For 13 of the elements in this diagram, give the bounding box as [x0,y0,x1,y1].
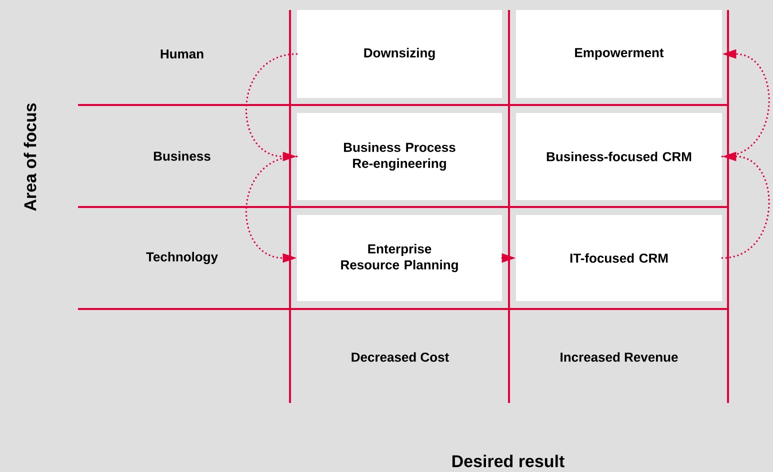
matrix-cell: Business-focused CRM [516,113,722,200]
matrix-cell: Empowerment [516,10,722,98]
matrix-cell: Downsizing [297,10,502,98]
row-label: Technology [146,252,218,264]
matrix-cell: Enterprise Resource Planning [297,215,502,301]
matrix-cell: Business Process Re-engineering [297,113,502,200]
column-label: Increased Revenue [560,352,678,362]
column-label: Decreased Cost [352,352,449,362]
axis-title: Area of focus [24,103,36,211]
matrix-cell: IT-focused CRM [516,215,722,301]
row-label: Human [160,49,204,59]
row-label: Business [154,151,210,161]
axis-title: Desired result [452,454,564,468]
